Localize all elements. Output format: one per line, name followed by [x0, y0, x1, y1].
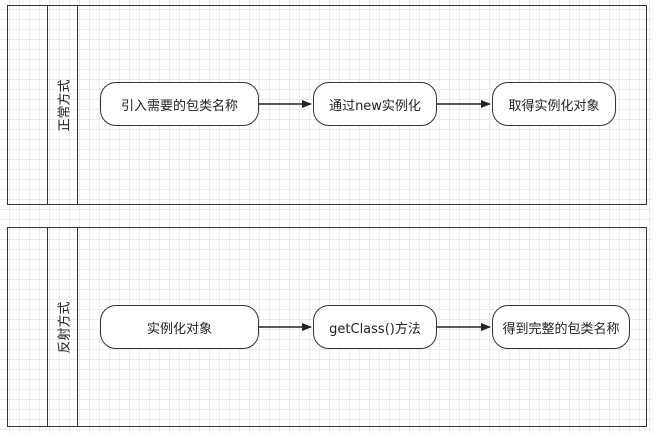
node-getclass-method: getClass()方法	[313, 305, 437, 349]
swimlane-reflection: 反射方式	[7, 227, 647, 427]
lane-gutter	[8, 6, 48, 204]
node-full-package-class-name: 得到完整的包类名称	[492, 305, 630, 349]
lane-header	[48, 6, 78, 204]
lane-header	[48, 228, 78, 426]
lane-gutter	[8, 228, 48, 426]
swimlane-normal: 正常方式	[7, 5, 647, 205]
node-instance-object: 实例化对象	[100, 305, 259, 349]
node-new-instantiation: 通过new实例化	[313, 82, 437, 126]
node-import-package-name: 引入需要的包类名称	[100, 82, 259, 126]
node-get-instance-object: 取得实例化对象	[492, 82, 616, 126]
